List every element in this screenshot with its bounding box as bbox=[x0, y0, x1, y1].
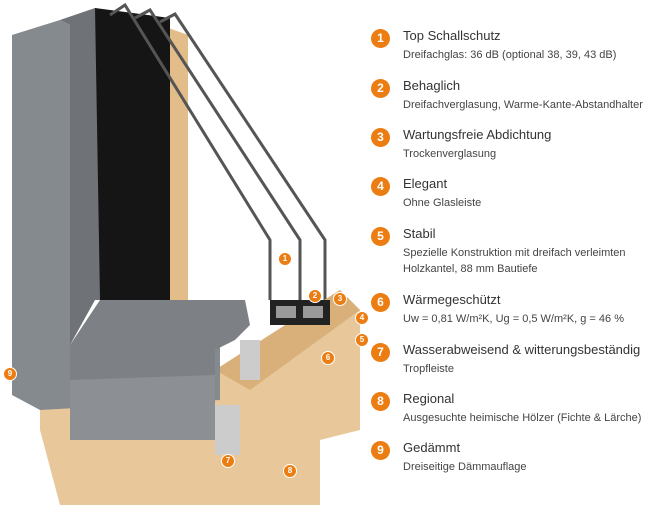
marker-3: 3 bbox=[333, 292, 347, 306]
feature-description: Spezielle Konstruktion mit dreifach verl… bbox=[403, 245, 626, 277]
feature-title: Elegant bbox=[403, 176, 448, 191]
number-badge: 5 bbox=[371, 227, 390, 246]
marker-6: 6 bbox=[321, 351, 335, 365]
feature-title: Wartungsfreie Abdichtung bbox=[403, 127, 552, 142]
feature-title: Wasserabweisend & witterungsbeständig bbox=[403, 342, 641, 357]
window-cross-section-illustration: 1 2 3 4 5 6 7 8 9 bbox=[3, 2, 369, 505]
feature-description: Tropfleiste bbox=[403, 363, 454, 375]
number-badge: 4 bbox=[371, 177, 390, 196]
number-badge: 8 bbox=[371, 392, 390, 411]
number-badge: 6 bbox=[371, 293, 390, 312]
feature-title: Stabil bbox=[403, 226, 436, 241]
feature-title: Behaglich bbox=[403, 78, 461, 93]
marker-8: 8 bbox=[283, 464, 297, 478]
marker-2: 2 bbox=[308, 289, 322, 303]
feature-description: Ohne Glasleiste bbox=[403, 197, 482, 209]
feature-description: Uw = 0,81 W/m²K, Ug = 0,5 W/m²K, g = 46 … bbox=[403, 313, 624, 325]
feature-title: Top Schallschutz bbox=[403, 28, 501, 43]
feature-description: Trockenverglasung bbox=[403, 148, 497, 160]
marker-4: 4 bbox=[355, 311, 369, 325]
glass-pane bbox=[95, 8, 170, 300]
feature-description: Dreiseitige Dämmauflage bbox=[403, 461, 527, 473]
feature-title: Regional bbox=[403, 391, 455, 406]
marker-9: 9 bbox=[3, 367, 17, 381]
marker-1: 1 bbox=[278, 252, 292, 266]
number-badge: 2 bbox=[371, 79, 390, 98]
description-line: Holzkantel, 88 mm Bautiefe bbox=[403, 263, 538, 275]
aluminium-frame bbox=[12, 20, 220, 410]
feature-title: Wärmegeschützt bbox=[403, 292, 501, 307]
description-line: Spezielle Konstruktion mit dreifach verl… bbox=[403, 247, 626, 259]
number-badge: 3 bbox=[371, 128, 390, 147]
feature-title: Gedämmt bbox=[403, 440, 461, 455]
number-badge: 7 bbox=[371, 343, 390, 362]
marker-7: 7 bbox=[221, 454, 235, 468]
feature-description: Ausgesuchte heimische Hölzer (Fichte & L… bbox=[403, 412, 642, 424]
number-badge: 9 bbox=[371, 441, 390, 460]
marker-5: 5 bbox=[355, 333, 369, 347]
feature-description: Dreifachglas: 36 dB (optional 38, 39, 43… bbox=[403, 49, 617, 61]
number-badge: 1 bbox=[371, 29, 390, 48]
feature-description: Dreifachverglasung, Warme-Kante-Abstandh… bbox=[403, 99, 643, 111]
